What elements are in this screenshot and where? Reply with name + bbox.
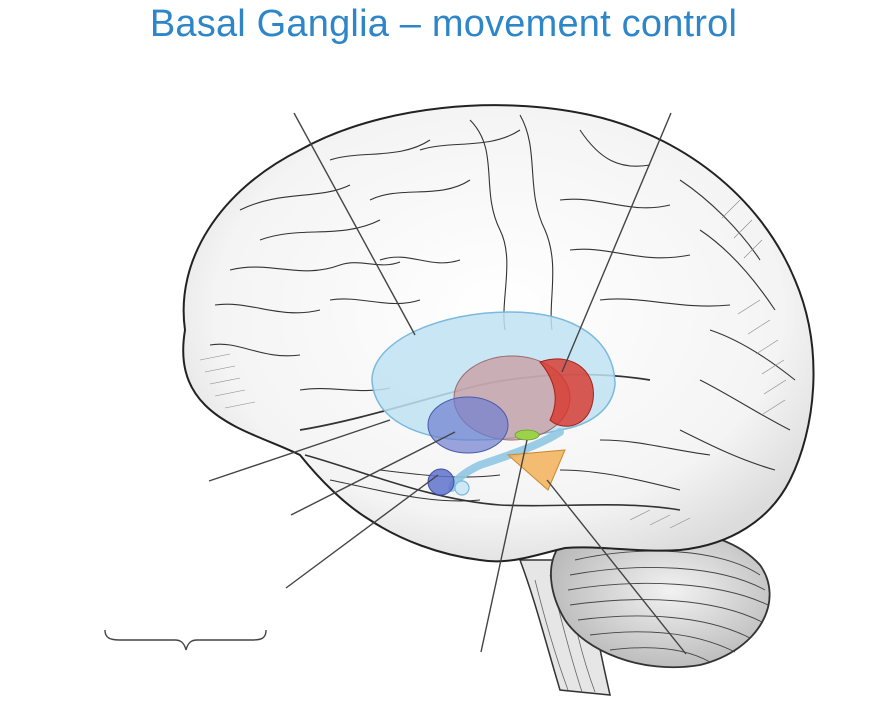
cerebellum-folia — [567, 550, 769, 663]
cortical-hatching — [199, 199, 787, 529]
grouping-bracket — [104, 629, 267, 651]
leader-line-bottom-center — [480, 439, 528, 653]
globus-pallidus — [539, 358, 594, 427]
leader-line-bottom-right — [546, 479, 687, 655]
leader-line-left-1 — [208, 419, 391, 482]
temporal-lobe-edge — [304, 454, 681, 511]
amygdala — [427, 396, 509, 454]
leader-line-left-3 — [285, 474, 439, 589]
slide-title: Basal Ganglia – movement control — [149, 3, 738, 45]
caudate-tail — [448, 428, 564, 492]
leader-lines — [208, 112, 687, 655]
leader-line-left-2 — [290, 431, 456, 516]
caudate-tail-nucleus — [427, 468, 455, 496]
leader-line-caudate — [293, 112, 416, 336]
cortical-sulci — [209, 114, 796, 502]
tail-curl — [454, 480, 470, 496]
leader-line-globus-pallidus — [561, 112, 672, 373]
subthalamic-nucleus — [514, 429, 540, 441]
